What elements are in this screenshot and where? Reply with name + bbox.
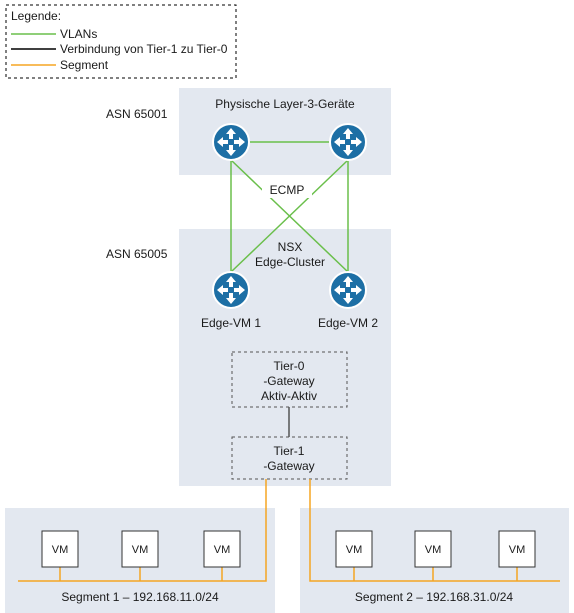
- segment-1-vms: VM VM VM: [41, 530, 241, 568]
- asn-top-label: ASN 65001: [106, 107, 168, 121]
- vlan-link-cross-2: [230, 159, 349, 273]
- legend-item-vlan: VLANs: [60, 27, 97, 41]
- segment-1-line: [18, 479, 267, 582]
- asn-bottom-label: ASN 65005: [106, 247, 168, 261]
- vm-box: [414, 530, 452, 568]
- vm-label: VM: [214, 544, 231, 556]
- edge-cluster-title-line1: NSX: [278, 240, 303, 254]
- legend: Legende: VLANs Verbindung von Tier-1 zu …: [5, 4, 237, 79]
- tier0-line3: Aktiv-Aktiv: [261, 389, 317, 403]
- vm-label: VM: [346, 544, 363, 556]
- segment-links: [18, 479, 560, 582]
- legend-title: Legende:: [11, 9, 61, 23]
- tier0-gateway: Tier-0 -Gateway Aktiv-Aktiv: [231, 351, 348, 408]
- edge-vm-1-label: Edge-VM 1: [201, 316, 261, 330]
- segment-2-vms: VM VM VM: [335, 530, 536, 568]
- legend-item-segment: Segment: [60, 58, 109, 72]
- physical-group-title: Physische Layer-3-Geräte: [215, 97, 355, 111]
- segment-2-label: Segment 2 – 192.168.31.0/24: [355, 590, 513, 604]
- vm-box: [498, 530, 536, 568]
- router-icon: [212, 271, 250, 309]
- router-icon: [329, 271, 367, 309]
- segment-2-line: [309, 479, 560, 582]
- vm-label: VM: [509, 544, 526, 556]
- edge-vm-2-label: Edge-VM 2: [318, 316, 378, 330]
- vm-box: [203, 530, 241, 568]
- segment-1-label: Segment 1 – 192.168.11.0/24: [61, 590, 219, 604]
- tier1-line2: -Gateway: [263, 459, 314, 473]
- router-icon: [212, 123, 250, 161]
- vm-box: [41, 530, 79, 568]
- vm-box: [335, 530, 373, 568]
- vm-box: [121, 530, 159, 568]
- tier0-line1: Tier-0: [274, 359, 305, 373]
- legend-item-tier-link: Verbindung von Tier-1 zu Tier-0: [60, 42, 228, 56]
- vlan-links: [230, 141, 349, 273]
- tier1-gateway: Tier-1 -Gateway: [231, 436, 348, 480]
- tier1-line1: Tier-1: [274, 444, 305, 458]
- vm-label: VM: [425, 544, 442, 556]
- tier0-line2: -Gateway: [263, 374, 314, 388]
- vm-label: VM: [52, 544, 69, 556]
- router-icon: [329, 123, 367, 161]
- vm-label: VM: [132, 544, 149, 556]
- edge-cluster-title-line2: Edge-Cluster: [255, 255, 325, 269]
- ecmp-label: ECMP: [270, 183, 305, 197]
